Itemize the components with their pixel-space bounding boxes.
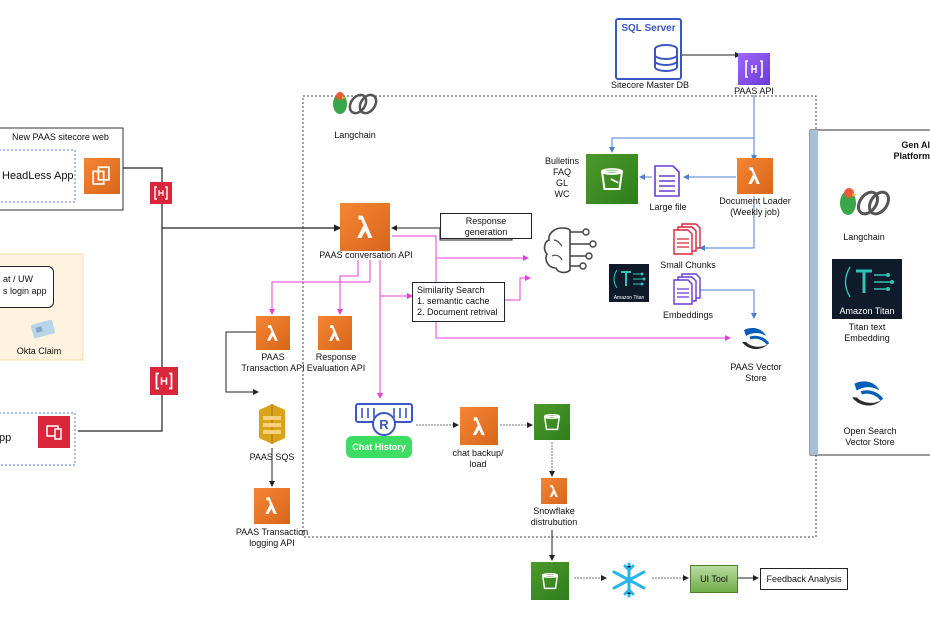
genai-title-line-1: Gen AI [901,140,930,150]
document-loader-label: Document Loader (Weekly job) [719,196,791,217]
embeddings-icon [672,272,704,306]
paas-api-icon [738,53,770,85]
bulletins-line-1: Bulletins [544,156,580,166]
response-eval-label: Response Evaluation API [306,352,366,373]
amazon-titan-small-label: Amazon Titan [613,295,645,301]
vector-store-opensearch-icon [734,318,776,360]
api-gateway-icon-bottom [150,367,178,395]
sqs-icon [255,402,289,446]
similarity-search-box: Similarity Search 1. semantic cache 2. D… [412,282,505,322]
snowflake-s3-icon [531,562,569,600]
snowflake-dist-lambda-icon [541,478,567,504]
chat-backup-lambda-icon [460,407,498,445]
vector-store-label: PAAS Vector Store [730,362,782,383]
genai-langchain-icon [838,186,891,220]
similarity-line-3: 2. Document retrival [417,307,498,317]
chat-app-line1: at / UW [3,274,34,284]
sql-server-title: SQL Server [621,23,676,34]
small-chunks-label: Small Chunks [660,260,716,270]
document-loader-lambda-icon [737,158,773,194]
genai-langchain-label: Langchain [843,232,885,242]
mobile-app-label: pp [0,432,12,444]
genai-titan-icon: Amazon Titan [832,259,902,319]
okta-claim-label: Okta Claim [16,346,62,356]
snowflake-dist-label: Snowflake distrubution [530,506,578,527]
large-file-label: Large file [649,202,687,212]
bulletins-line-2: FAQ [552,167,571,177]
sitecore-web-title: New PAAS sitecore web [12,132,109,142]
large-file-icon [653,164,681,198]
headless-app-label: HeadLess App [2,170,74,182]
chat-history-badge: Chat History [346,436,412,458]
bulletins-labels: Bulletins FAQ GL WC [540,156,584,200]
paas-api-label: PAAS API [734,86,774,96]
chat-backup-label: chat backup/ load [452,448,504,469]
headless-app-icon [84,158,120,194]
ui-tool-box: UI Tool [690,565,738,593]
genai-opensearch-icon [843,370,891,418]
parrot-chain-icon [330,90,380,118]
database-icon [654,44,678,72]
similarity-line-2: 1. semantic cache [417,296,490,306]
similarity-line-1: Similarity Search [417,285,485,295]
txn-logging-label: PAAS Transaction logging API [235,527,309,548]
txn-logging-lambda-icon [254,488,290,524]
chat-backup-s3-icon [534,404,570,440]
sql-server-box: SQL Server [615,18,682,80]
mobile-app-icon [38,416,70,448]
genai-opensearch-label: Open Search Vector Store [843,426,897,447]
feedback-analysis-box: Feedback Analysis [760,568,848,590]
chat-app-box: at / UW s login app [0,266,54,308]
genai-titan-badge: Amazon Titan [839,306,895,316]
redis-chat-history-icon: R [352,400,416,440]
sitecore-db-label: Sitecore Master DB [610,80,690,90]
snowflake-icon [608,560,650,600]
genai-title-line-2: Platform [893,151,930,161]
transaction-api-lambda-icon [256,316,290,350]
conversation-api-lambda-icon [340,203,390,251]
embeddings-label: Embeddings [662,310,714,320]
sqs-label: PAAS SQS [249,452,295,462]
response-eval-lambda-icon [318,316,352,350]
chat-app-line2: s login app [3,286,47,296]
api-gateway-icon-top [150,182,172,204]
genai-titan-label: Titan text Embedding [844,322,890,343]
amazon-titan-small-icon: Amazon Titan [609,264,649,302]
conversation-api-label: PAAS conversation API [319,250,413,260]
langchain-label: Langchain [334,130,376,140]
transaction-api-label: PAAS Transaction API [241,352,305,373]
okta-card-icon [30,318,60,342]
response-generation-box: Response generation [440,213,532,239]
bulletins-s3-bucket-icon [586,154,638,204]
svg-text:R: R [379,417,389,432]
small-chunks-icon [672,222,704,256]
brain-llm-icon [540,222,610,278]
bulletins-line-3: GL [555,178,568,188]
genai-title: Gen AI Platform [880,140,930,162]
bulletins-line-4: WC [554,189,570,199]
